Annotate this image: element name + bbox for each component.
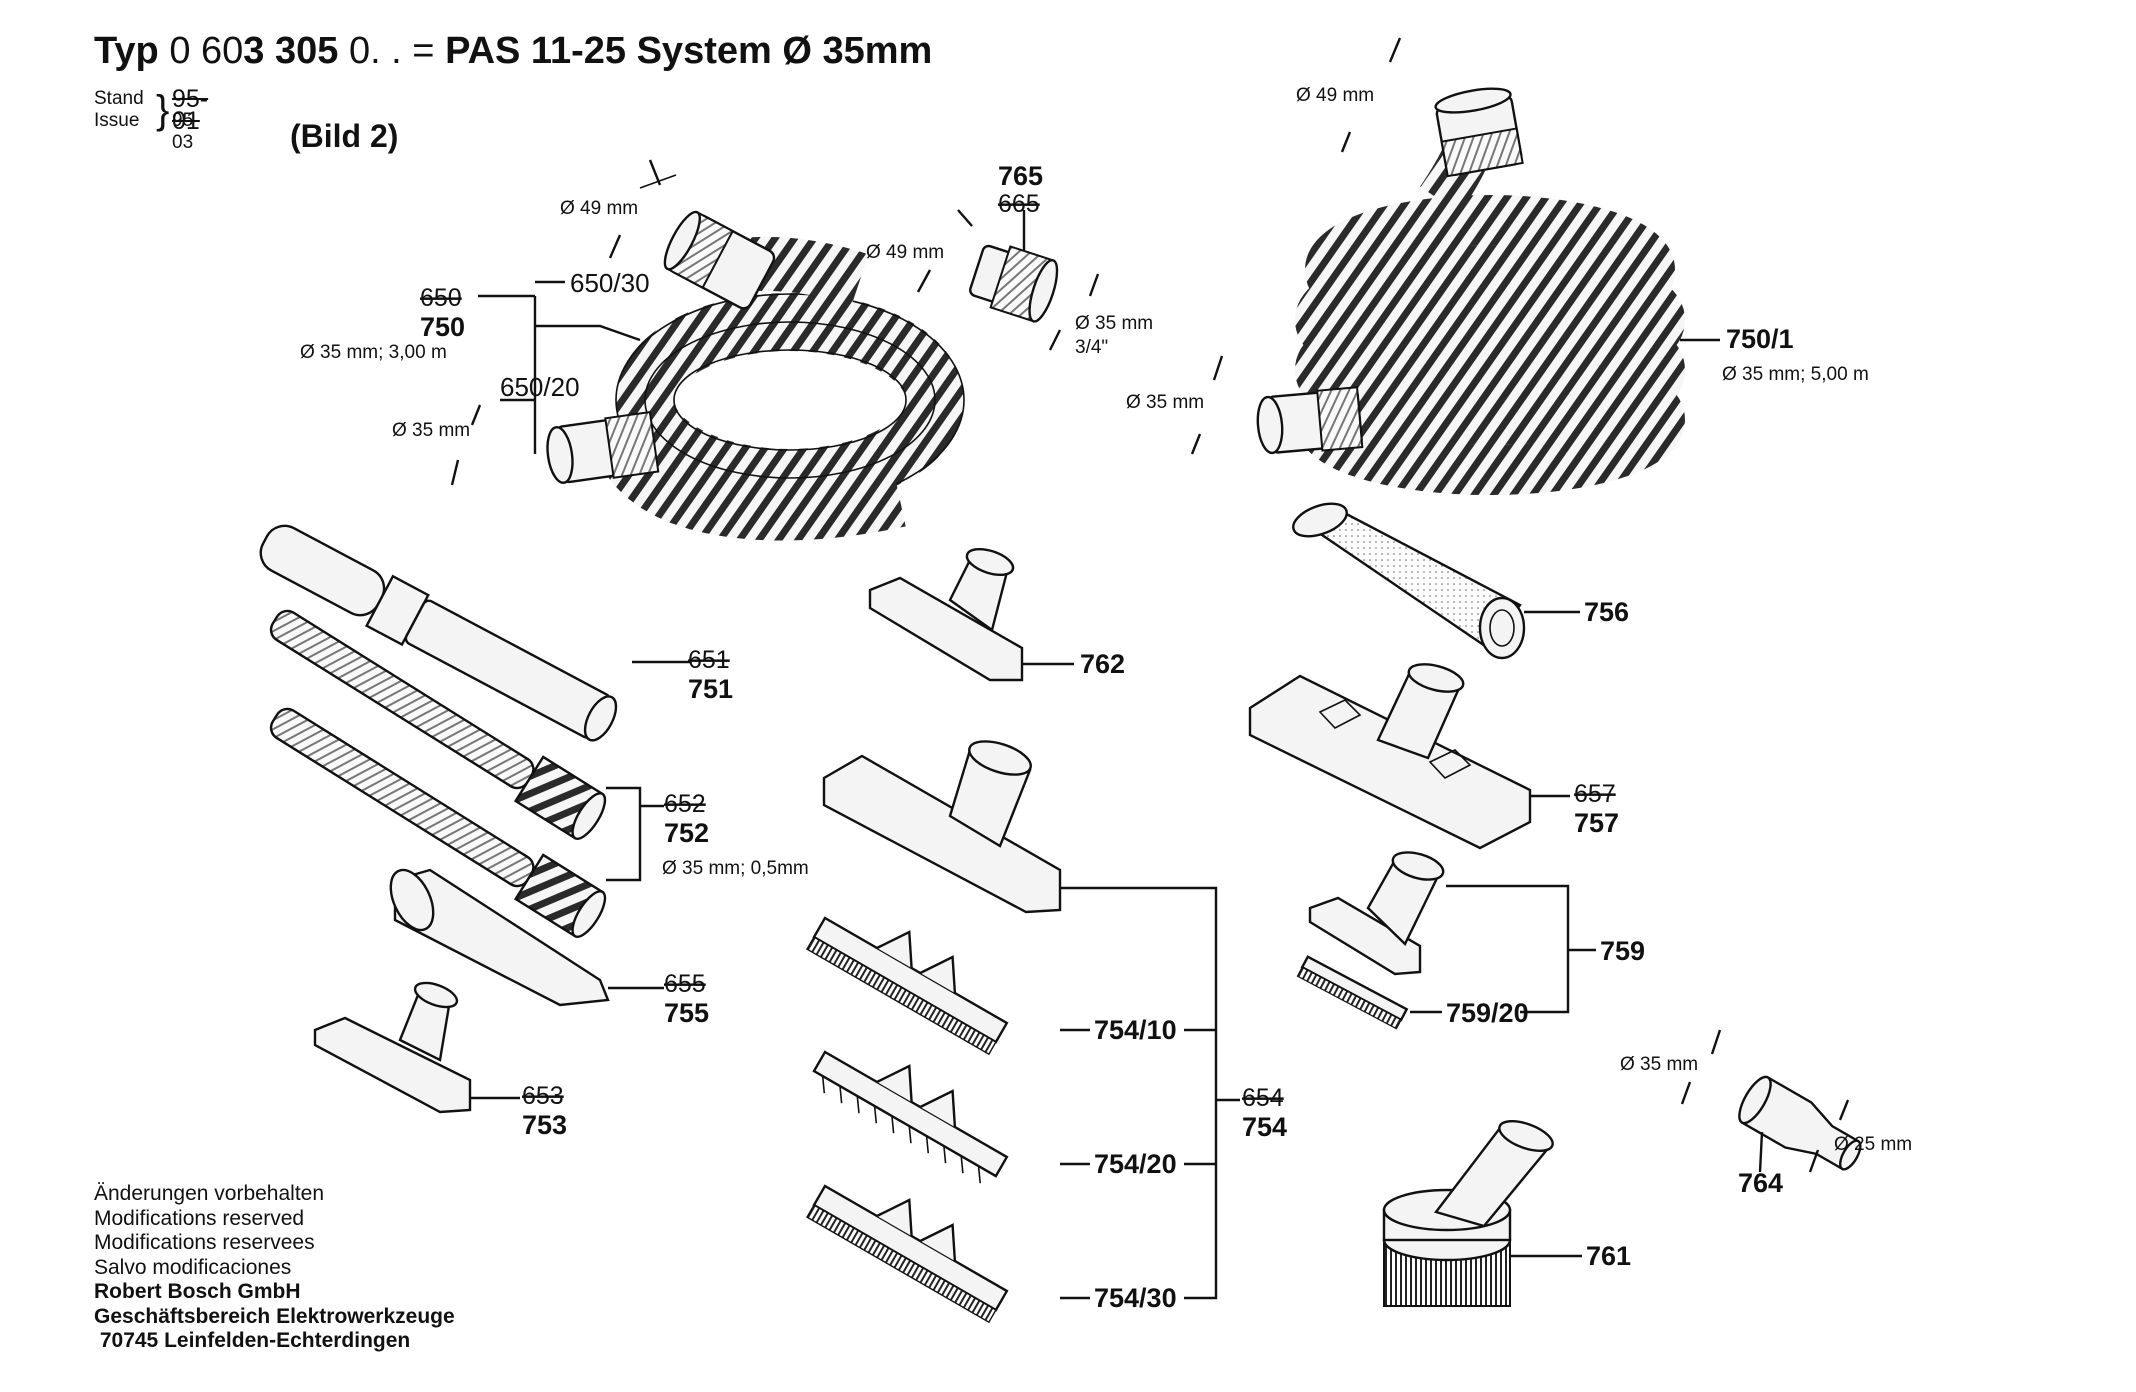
wet-754-number: 754 [1242, 1112, 1287, 1142]
adapter-765-dim-right: Ø 35 mm [1075, 313, 1153, 334]
footer-line-de: Änderungen vorbehalten [94, 1182, 325, 1205]
cone-756-drawing [1292, 502, 1580, 660]
crevice-755-number: 755 [664, 998, 709, 1028]
footer-line-es: Salvo modificaciones [94, 1255, 292, 1279]
code-light-2: 0. . = [348, 30, 435, 72]
nozzle-753-drawing [313, 981, 520, 1114]
handle-751-old-number: 651 [688, 646, 730, 674]
hose-750-number: 750 [420, 312, 465, 342]
stand-label: Stand [94, 88, 144, 109]
hose-750-old-number: 650 [420, 284, 462, 312]
hose-750-dim-bottom: Ø 35 mm [392, 420, 470, 441]
code-light-1: 0 60 [169, 30, 244, 72]
cone-756-number: 756 [1584, 597, 1629, 627]
adapter-765-thread: 3/4" [1075, 337, 1108, 358]
hose-750-1-drawing [1190, 37, 1720, 495]
page-title: Typ 0 603 305 0. . = PAS 11-25 System Ø … [94, 30, 932, 73]
floor-757-number: 757 [1574, 808, 1619, 838]
brush-761-drawing [1382, 1120, 1582, 1307]
hose-750-sub-b: 650/20 [500, 372, 580, 402]
wet-754-20-number: 754/20 [1094, 1149, 1177, 1179]
tubes-752-number: 752 [664, 818, 709, 848]
floor-757-drawing [1248, 663, 1570, 850]
tubes-752-old-number: 652 [664, 790, 706, 818]
nozzle-762-drawing [868, 547, 1074, 682]
brace-glyph: } [156, 88, 170, 132]
reducer-764-dim-top: Ø 35 mm [1620, 1054, 1698, 1075]
nozzle-753-number: 753 [522, 1110, 567, 1140]
reducer-764-dim-bottom: Ø 25 mm [1834, 1134, 1912, 1155]
hose-750-spec: Ø 35 mm; 3,00 m [300, 342, 447, 363]
nozzle-759-number: 759 [1600, 936, 1645, 966]
stand-issue-block: Stand Issue } 95-01 95-03 [94, 87, 208, 154]
footer-division: Geschäftsbereich Elektrowerkzeuge [94, 1304, 455, 1328]
floor-757-old-number: 657 [1574, 780, 1616, 808]
footer-line-fr: Modifications reservees [94, 1231, 315, 1254]
nozzle-759-drawing [1296, 851, 1596, 1030]
adapter-765-drawing [916, 209, 1100, 351]
date-new: 95-03 [172, 110, 200, 153]
hose-750-1-number: 750/1 [1726, 324, 1794, 354]
wet-754-10-number: 754/10 [1094, 1015, 1177, 1045]
brush-759-20-number: 759/20 [1446, 998, 1529, 1028]
handle-751-drawing [259, 524, 690, 742]
tubes-752-spec: Ø 35 mm; 0,5mm [662, 858, 809, 879]
reducer-764-drawing [1680, 1029, 1862, 1173]
date-old: 95-01 [172, 85, 209, 135]
crevice-755-drawing [389, 868, 664, 1007]
issue-label: Issue [94, 110, 140, 131]
wet-754-30-number: 754/30 [1094, 1283, 1177, 1313]
footer-line-en: Modifications reserved [94, 1206, 305, 1230]
handle-751-number: 751 [688, 674, 733, 704]
footer-company: Robert Bosch GmbH [94, 1280, 301, 1303]
reducer-764-number: 764 [1738, 1168, 1783, 1198]
tubes-752-drawing [269, 609, 664, 938]
figure-label: (Bild 2) [290, 118, 399, 154]
footer: Änderungen vorbehalten Modifications res… [94, 1182, 455, 1354]
wet-754-drawing [806, 740, 1240, 1324]
hose-750-1-dim-top: Ø 49 mm [1296, 85, 1374, 106]
brush-761-number: 761 [1586, 1241, 1631, 1271]
hose-750-drawing [450, 159, 965, 541]
hose-750-leader [478, 280, 641, 454]
hose-750-sub-a: 650/30 [570, 268, 650, 298]
nozzle-762-number: 762 [1080, 649, 1125, 679]
hose-750-dim-top: Ø 49 mm [560, 198, 638, 219]
adapter-765-number: 765 [998, 161, 1043, 191]
typ-label: Typ [94, 30, 159, 72]
footer-address: 70745 Leinfelden-Echterdingen [94, 1329, 411, 1352]
adapter-765-dim-left: Ø 49 mm [866, 242, 944, 263]
wet-754-old-number: 654 [1242, 1084, 1284, 1112]
crevice-755-old-number: 655 [664, 970, 706, 998]
hose-750-1-dim-bottom: Ø 35 mm [1126, 392, 1204, 413]
adapter-765-old-number: 665 [998, 190, 1040, 218]
model-name: PAS 11-25 System Ø 35mm [445, 30, 933, 72]
code-bold: 3 305 [243, 30, 339, 72]
nozzle-753-old-number: 653 [522, 1082, 564, 1110]
hose-750-1-spec: Ø 35 mm; 5,00 m [1722, 364, 1869, 385]
